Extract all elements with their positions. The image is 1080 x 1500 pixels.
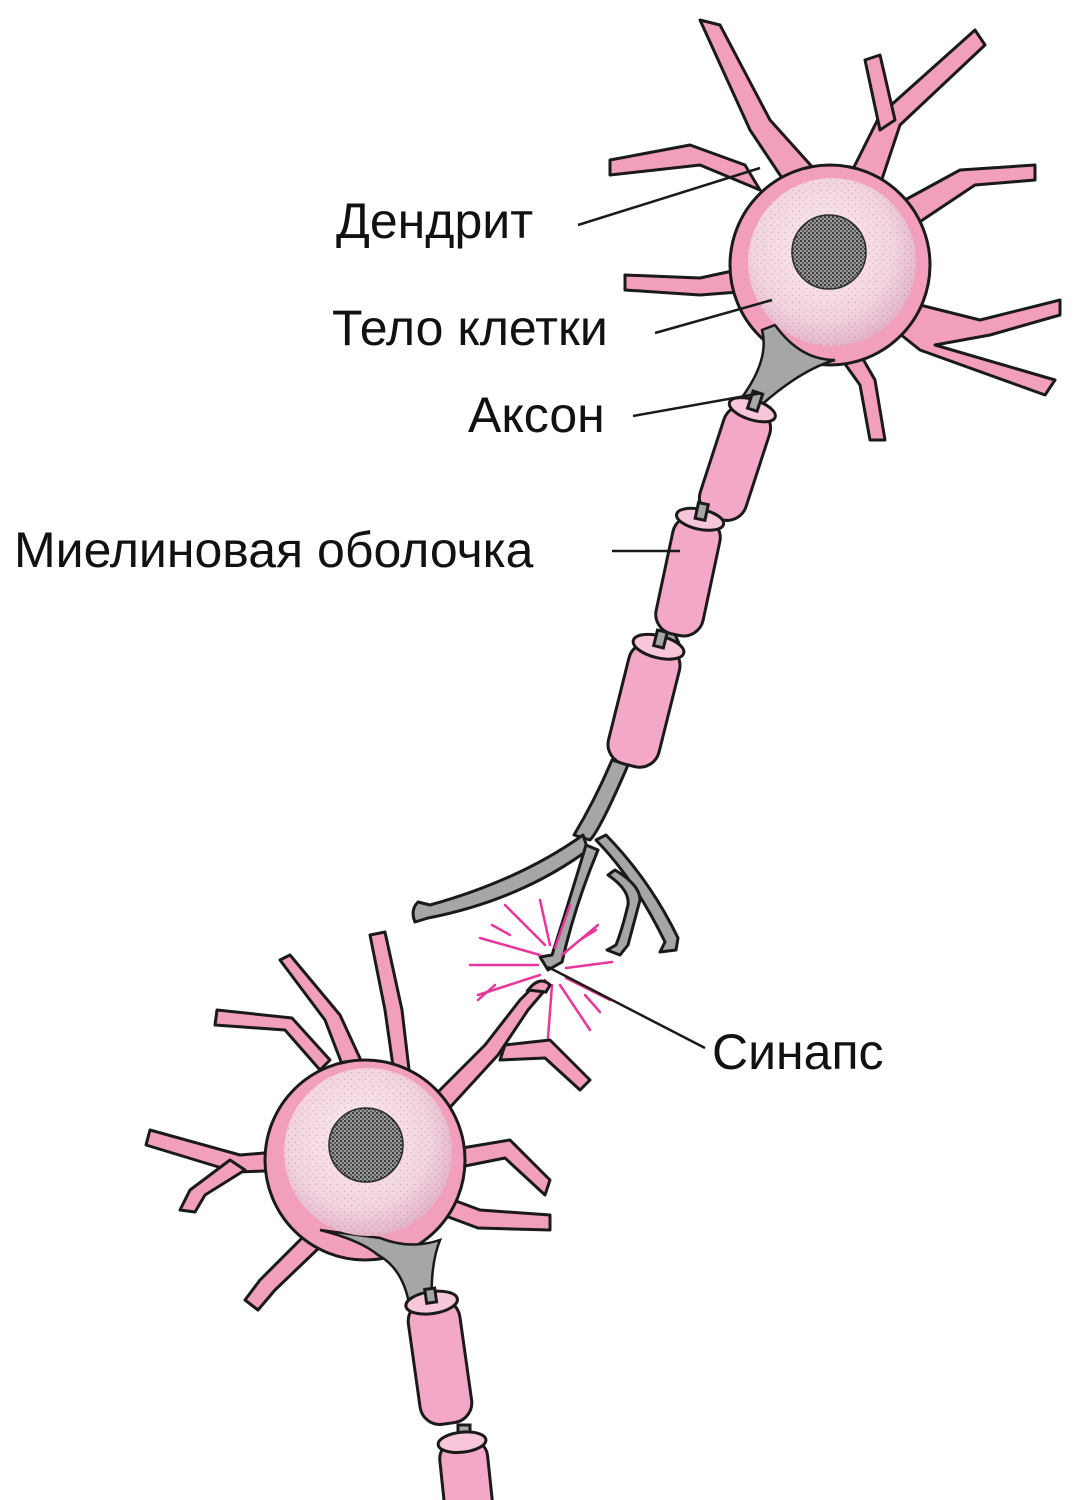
bottom-myelin: [404, 1286, 494, 1500]
top-neuron: [608, 18, 1062, 442]
label-cell-body: Тело клетки: [332, 300, 608, 356]
leader-dendrite: [577, 166, 761, 227]
label-dendrite: Дендрит: [336, 193, 534, 249]
label-myelin-sheath: Миелиновая оболочка: [14, 522, 534, 578]
leader-synapse: [547, 965, 706, 1050]
leader-axon: [632, 391, 763, 418]
myelin-segment-1: [697, 389, 777, 522]
bottom-nucleus: [328, 1107, 404, 1183]
myelin-sheaths: [606, 389, 777, 769]
label-axon: Аксон: [468, 387, 605, 443]
top-axon-hillock: [738, 323, 836, 410]
myelin-segment-2: [654, 500, 726, 638]
leader-lines: [547, 166, 773, 1050]
synapse-spark: [468, 898, 614, 1040]
top-nucleus: [791, 214, 867, 290]
axon-terminals: [411, 833, 680, 972]
label-synapse: Синапс: [712, 1024, 884, 1080]
bottom-neuron: [144, 930, 592, 1312]
leader-cell-body: [654, 298, 773, 335]
bottom-dendrites: [144, 930, 592, 1312]
bottom-synapse-knob: [525, 979, 552, 994]
myelin-segment-3: [606, 628, 686, 769]
